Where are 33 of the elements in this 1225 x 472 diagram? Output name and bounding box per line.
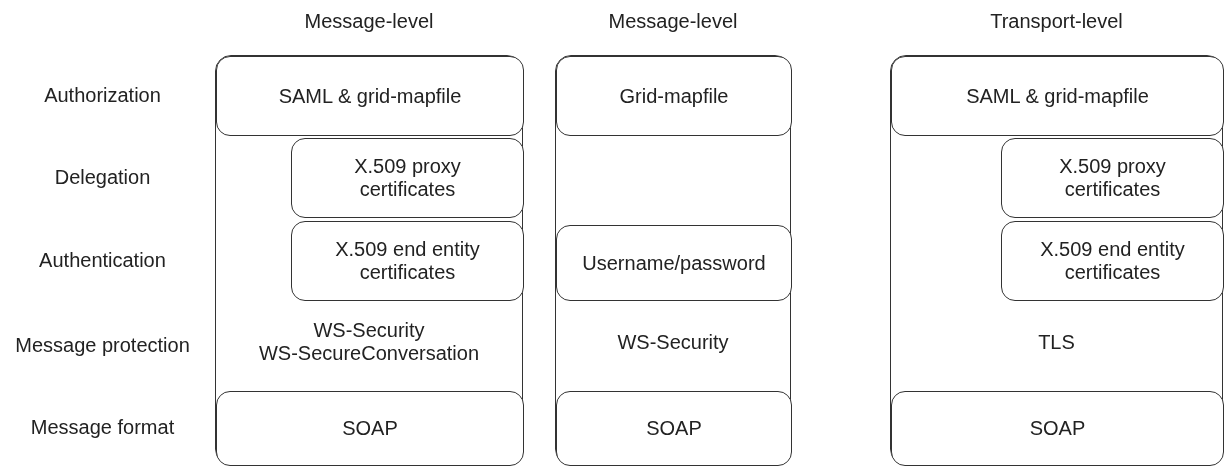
layer-text: Username/password — [581, 251, 767, 275]
layer-text: SOAP — [1028, 417, 1087, 440]
layer-text: X.509 proxy certificates — [353, 155, 462, 201]
layer-box — [556, 56, 792, 136]
row-label: Message protection — [15, 333, 190, 357]
layer-box — [556, 225, 792, 301]
row-label: Authorization — [44, 83, 161, 107]
layer-text: SOAP — [645, 417, 703, 440]
layer-text: Grid-mapfile — [618, 84, 730, 108]
layer-box — [216, 56, 524, 136]
layer-box — [891, 56, 1224, 136]
layer-box — [1001, 221, 1224, 301]
layer-text: X.509 end entity certificates — [1039, 238, 1186, 284]
layer-box — [291, 138, 524, 218]
layer-box — [1001, 138, 1224, 218]
column-heading: Message-level — [607, 10, 739, 33]
row-label: Delegation — [54, 165, 151, 189]
row-label: Authentication — [39, 248, 166, 272]
layer-text: X.509 proxy certificates — [1058, 155, 1167, 201]
layer-text: SOAP — [341, 417, 399, 440]
protocol-text: WS-Security — [616, 331, 730, 354]
row-label: Message format — [30, 416, 175, 439]
column-heading: Transport-level — [989, 10, 1124, 33]
layer-text: X.509 end entity certificates — [334, 238, 481, 284]
layer-box — [291, 221, 524, 301]
layer-box — [216, 391, 524, 466]
layer-box — [556, 391, 792, 466]
protocol-text: WS-Security WS-SecureConversation — [257, 319, 481, 365]
layer-text: SAML & grid-mapfile — [965, 84, 1150, 108]
column-heading: Message-level — [303, 10, 435, 33]
protocol-text: TLS — [1037, 331, 1076, 354]
layer-box — [891, 391, 1224, 466]
layer-text: SAML & grid-mapfile — [277, 84, 463, 108]
